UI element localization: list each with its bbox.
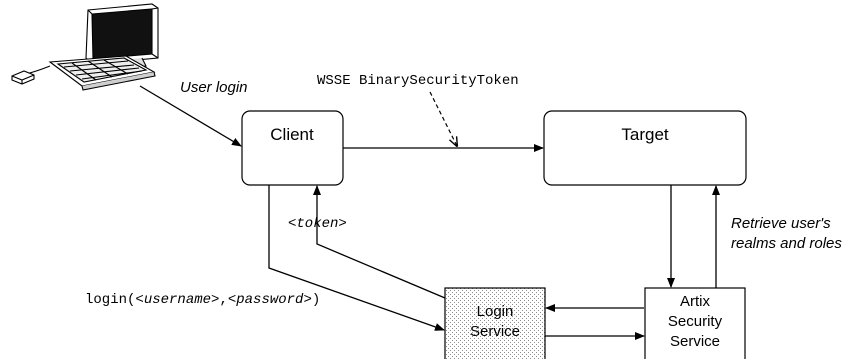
target-node: Target xyxy=(543,110,747,186)
login-service-node: Login Service xyxy=(444,287,546,359)
login-call-label: login(<username>,<password>) xyxy=(85,292,320,308)
target-label: Target xyxy=(621,125,669,144)
client-node: Client xyxy=(241,110,344,186)
token-return-arrow xyxy=(313,185,446,299)
security-service-node: Artix Security Service xyxy=(644,287,746,359)
login-call-arrow xyxy=(268,185,445,331)
login-service-label-line1: Login xyxy=(477,303,514,320)
login-service-label-line2: Service xyxy=(470,323,520,340)
user-login-arrow xyxy=(139,85,242,147)
user-login-label: User login xyxy=(180,79,248,96)
retrieve-label-line2: realms and roles xyxy=(731,235,842,252)
security-service-label-line1: Artix xyxy=(680,293,711,310)
client-label: Client xyxy=(270,125,314,144)
computer-workstation-icon xyxy=(11,3,159,91)
token-label: <token> xyxy=(288,216,347,232)
retrieve-label-line1: Retrieve user's xyxy=(731,215,831,232)
wsse-token-label: WSSE BinarySecurityToken xyxy=(317,73,519,89)
security-service-label-line2: Security xyxy=(668,313,723,330)
wsse-token-pointer xyxy=(429,91,457,146)
security-service-label-line3: Service xyxy=(670,333,720,350)
